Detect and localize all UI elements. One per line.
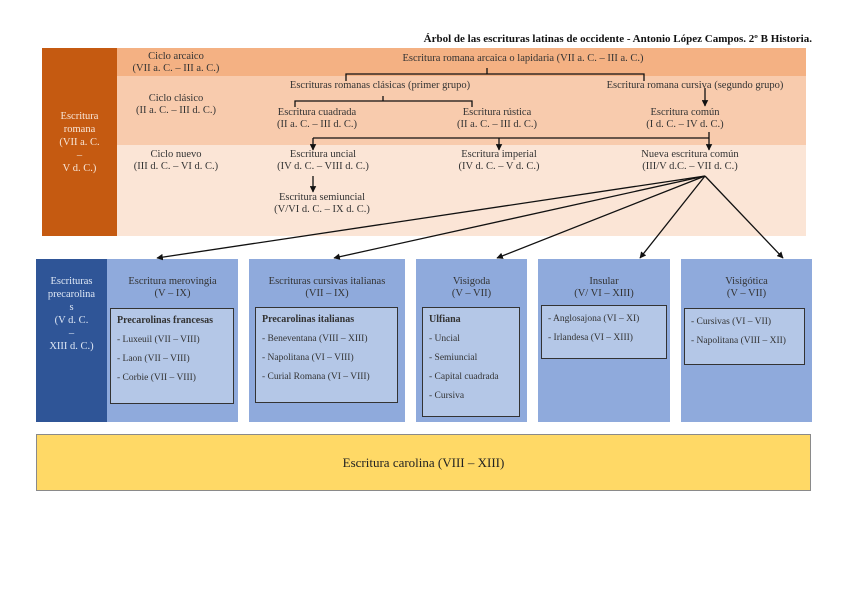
node-semiuncial: Escritura semiuncial (V/VI d. C. – IX d.… [262, 192, 382, 216]
node-dates: (II a. C. – III d. C.) [277, 119, 357, 130]
subgroup-item: - Capital cuadrada [429, 372, 499, 382]
node-comun: Escritura común (I d. C. – IV d. C.) [630, 107, 740, 131]
group-dates: (VII – IX) [305, 288, 349, 299]
subgroup-box: Ulfiana - Uncial - Semiuncial - Capital … [422, 307, 520, 417]
escritura-romana-column: Escritura romana (VII a. C. – V d. C.) [42, 48, 117, 236]
group-title: Insular (V/ VI – XIII) [538, 276, 670, 300]
roman-line: Escritura [60, 110, 99, 122]
precarolina-line: (V d. C. [54, 315, 89, 326]
group-title: Visigoda (V – VII) [416, 276, 527, 300]
node-dates: (II a. C. – III d. C.) [457, 119, 537, 130]
group-dates: (V – IX) [154, 288, 191, 299]
diagram-title: Árbol de las escrituras latinas de occid… [423, 33, 812, 45]
ciclo-dates: (II a. C. – III d. C.) [136, 105, 216, 116]
roman-line: (VII a. C. [59, 136, 100, 148]
roman-line: romana [63, 123, 96, 135]
group-merovingia: Escritura merovingia (V – IX) Precarolin… [107, 259, 238, 422]
ciclo-dates: (III d. C. – VI d. C.) [133, 161, 219, 172]
group-dates: (V – VII) [726, 288, 767, 299]
node-dates: (III/V d.C. – VII d. C.) [642, 161, 738, 172]
precarolina-line: s [69, 302, 74, 313]
precarolina-line: precarolina [47, 289, 96, 300]
node-name: Escritura rústica [462, 107, 532, 118]
subgroup-box: - Anglosajona (VI – XI) - Irlandesa (VI … [541, 305, 667, 359]
escrituras-precarolinas-column: Escrituras precarolina s (V d. C. – XIII… [36, 259, 107, 422]
node-name: Escritura semiuncial [278, 192, 365, 203]
subgroup-item: - Napolitana (VIII – XII) [691, 336, 786, 346]
ciclo-arcaico-label: Ciclo arcaico (VII a. C. – III a. C.) [117, 51, 235, 75]
group-name: Insular [589, 276, 619, 287]
node-arcaica-lapidaria: Escritura romana arcaica o lapidaria (VI… [402, 53, 644, 64]
subgroup-item: - Uncial [429, 334, 460, 344]
node-rustica: Escritura rústica (II a. C. – III d. C.) [438, 107, 556, 131]
subgroup-title: Precarolinas francesas [117, 315, 214, 326]
group-dates: (V/ VI – XIII) [574, 288, 634, 299]
node-name: Nueva escritura común [641, 149, 739, 160]
subgroup-item: - Semiuncial [429, 353, 478, 363]
group-name: Escritura merovingia [128, 276, 217, 287]
node-clasicas: Escrituras romanas clásicas (primer grup… [289, 80, 471, 91]
node-dates: (V/VI d. C. – IX d. C.) [274, 204, 370, 215]
group-insular: Insular (V/ VI – XIII) - Anglosajona (VI… [538, 259, 670, 422]
subgroup-box: Precarolinas italianas - Beneventana (VI… [255, 307, 398, 403]
node-nueva-comun: Nueva escritura común (III/V d.C. – VII … [625, 149, 755, 173]
precarolina-line: – [68, 328, 75, 339]
group-title: Visigótica (V – VII) [681, 276, 812, 300]
node-uncial: Escritura uncial (IV d. C. – VIII d. C.) [268, 149, 378, 173]
group-name: Visigoda [452, 276, 491, 287]
group-title: Escritura merovingia (V – IX) [107, 276, 238, 300]
ciclo-clasico-label: Ciclo clásico (II a. C. – III d. C.) [117, 93, 235, 117]
subgroup-item: - Laon (VII – VIII) [117, 354, 190, 364]
group-name: Escrituras cursivas italianas [268, 276, 386, 287]
node-cuadrada: Escritura cuadrada (II a. C. – III d. C.… [262, 107, 372, 131]
roman-line: – [76, 149, 83, 161]
escritura-carolina-box: Escritura carolina (VIII – XIII) [36, 434, 811, 491]
band-ciclo-arcaico [117, 48, 806, 76]
subgroup-box: Precarolinas francesas - Luxeuil (VII – … [110, 308, 234, 404]
ciclo-nuevo-label: Ciclo nuevo (III d. C. – VI d. C.) [117, 149, 235, 173]
precarolina-line: Escrituras [50, 276, 93, 287]
group-visigotica: Visigótica (V – VII) - Cursivas (VI – VI… [681, 259, 812, 422]
subgroup-item: - Anglosajona (VI – XI) [548, 314, 640, 324]
ciclo-name: Ciclo nuevo [150, 149, 202, 160]
node-dates: (IV d. C. – VIII d. C.) [277, 161, 369, 172]
group-visigoda: Visigoda (V – VII) Ulfiana - Uncial - Se… [416, 259, 527, 422]
subgroup-item: - Corbie (VII – VIII) [117, 373, 196, 383]
node-cursiva: Escritura romana cursiva (segundo grupo) [606, 80, 784, 91]
node-dates: (I d. C. – IV d. C.) [646, 119, 724, 130]
roman-line: V d. C.) [62, 162, 97, 174]
group-cursivas-italianas: Escrituras cursivas italianas (VII – IX)… [249, 259, 405, 422]
precarolina-line: XIII d. C.) [49, 341, 94, 352]
subgroup-item: - Napolitana (VI – VIII) [262, 353, 354, 363]
group-name: Visigótica [725, 276, 768, 287]
subgroup-item: - Cursiva [429, 391, 465, 401]
subgroup-item: - Cursivas (VI – VII) [691, 317, 772, 327]
subgroup-item: - Curial Romana (VI – VIII) [262, 372, 370, 382]
ciclo-name: Ciclo arcaico [148, 51, 204, 62]
node-dates: (IV d. C. – V d. C.) [458, 161, 540, 172]
node-name: Escritura imperial [461, 149, 537, 160]
node-name: Escritura uncial [289, 149, 357, 160]
node-imperial: Escritura imperial (IV d. C. – V d. C.) [440, 149, 558, 173]
ciclo-name: Ciclo clásico [148, 93, 204, 104]
node-name: Escritura común [650, 107, 720, 118]
band-ciclo-clasico [117, 76, 806, 145]
group-dates: (V – VII) [451, 288, 492, 299]
subgroup-item: - Luxeuil (VII – VIII) [117, 335, 200, 345]
group-title: Escrituras cursivas italianas (VII – IX) [249, 276, 405, 300]
subgroup-box: - Cursivas (VI – VII) - Napolitana (VIII… [684, 308, 805, 365]
subgroup-title: Precarolinas italianas [262, 314, 355, 325]
subgroup-title: Ulfiana [429, 314, 461, 325]
node-name: Escritura cuadrada [277, 107, 357, 118]
subgroup-item: - Irlandesa (VI – XIII) [548, 333, 633, 343]
subgroup-item: - Beneventana (VIII – XIII) [262, 334, 368, 344]
ciclo-dates: (VII a. C. – III a. C.) [132, 63, 220, 74]
